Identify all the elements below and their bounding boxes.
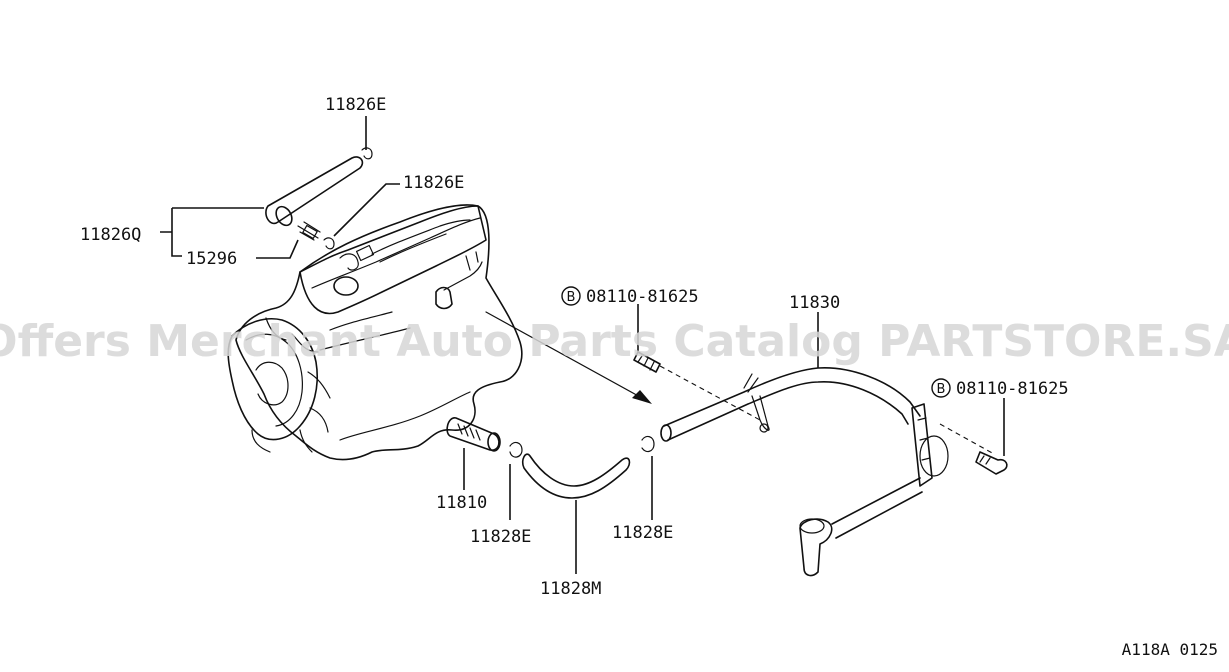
bolt-left-alignment <box>659 365 761 421</box>
label-bolt-left: B 08110-81625 <box>561 286 699 307</box>
bolt-right <box>975 451 1008 475</box>
label-08110-81625-right: 08110-81625 <box>956 379 1069 399</box>
leader-lines <box>160 116 1005 574</box>
bolt-right-alignment <box>939 423 995 455</box>
connector-11810 <box>446 417 501 452</box>
bolt-left <box>633 351 661 373</box>
hose-11828m <box>521 453 631 499</box>
bolt-marker-right-text: B <box>937 382 946 397</box>
label-11826e-top: 11826E <box>325 95 386 115</box>
bolt-marker-left <box>561 286 581 306</box>
arrow-head <box>632 390 652 404</box>
tube-11830 <box>660 367 949 577</box>
reference-code: A118A 0125 <box>1122 640 1218 659</box>
hose-assembly-11826q <box>265 147 373 250</box>
clamp-11828e-left <box>509 441 523 458</box>
clamp-11828e-right <box>641 435 655 453</box>
bolt-marker-right <box>931 378 951 398</box>
label-11828e-right: 11828E <box>612 523 673 543</box>
label-15296: 15296 <box>186 249 237 269</box>
engine-block <box>227 204 523 461</box>
label-11830: 11830 <box>789 293 840 313</box>
label-bolt-right: B 08110-81625 <box>931 378 1069 399</box>
label-11826q: 11826Q <box>80 225 141 245</box>
assembly-arrow <box>485 311 643 399</box>
watermark-text: Offers Merchant Auto Parts Catalog PARTS… <box>0 316 1229 367</box>
label-11826e-mid: 11826E <box>403 173 464 193</box>
label-11828m: 11828M <box>540 579 601 599</box>
label-08110-81625-left: 08110-81625 <box>586 287 699 307</box>
label-11828e-left: 11828E <box>470 527 531 547</box>
label-11810: 11810 <box>436 493 487 513</box>
bolt-marker-left-text: B <box>567 290 576 305</box>
